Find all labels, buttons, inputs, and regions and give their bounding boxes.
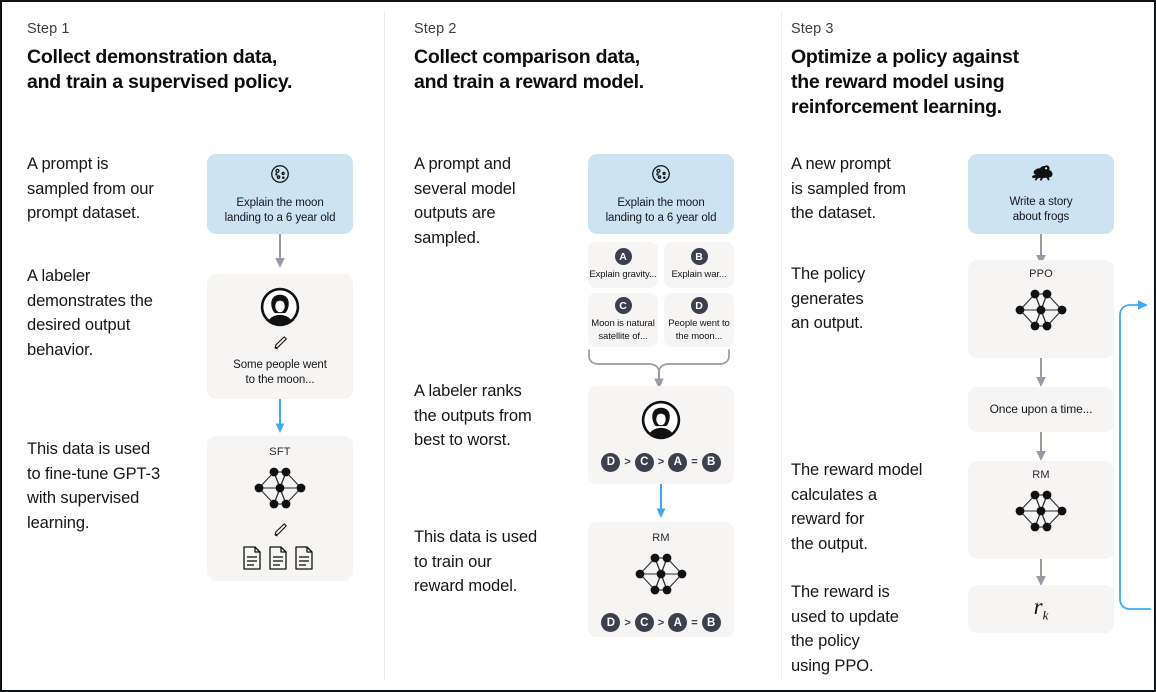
column-divider-2: [781, 12, 782, 680]
rank-op-3: =: [691, 456, 698, 468]
rank-op-1: >: [624, 456, 631, 468]
reward-symbol: rk: [1034, 594, 1049, 624]
step-1-paragraph-1: A prompt is sampled from our prompt data…: [27, 155, 154, 222]
reward-symbol-base: r: [1033, 594, 1043, 620]
step-1-arrow-2-icon: [273, 399, 287, 440]
rank-token-1: D: [601, 452, 621, 472]
step-1-paragraph-2: A labeler demonstrates the desired outpu…: [27, 267, 153, 359]
step-2-rm-ranking-row: D > C > A = B: [601, 613, 721, 632]
step-3-paragraph-3: The reward model calculates a reward for…: [791, 461, 923, 553]
documents-icon: [242, 544, 318, 577]
step-3-arrow-2-icon: [1034, 358, 1048, 393]
step-3-title-line-2: the reward model using: [791, 71, 1005, 93]
step-3-title-line-3: reinforcement learning.: [791, 96, 1002, 118]
step-3-reward-value-box[interactable]: rk: [968, 585, 1114, 633]
step-3-label: Step 3: [791, 21, 834, 37]
step-2-prompt-box[interactable]: Explain the moon landing to a 6 year old: [588, 154, 734, 234]
rm-rank-token-4: B: [701, 613, 721, 632]
rm-rank-op-2: >: [657, 616, 665, 629]
step-3-paragraph-4: The reward is used to update the policy …: [791, 583, 899, 675]
option-token-a: A: [614, 248, 632, 266]
step-2-ranking-row: D > C > A = B: [601, 452, 721, 472]
rank-token-4: B: [701, 452, 721, 472]
step-1-labeler-caption: Some people went to the moon...: [233, 358, 327, 386]
step-2-ranking-box[interactable]: D > C > A = B: [588, 386, 734, 484]
labeler-avatar-icon: [640, 399, 682, 446]
step-2-paragraph-2: A labeler ranks the outputs from best to…: [414, 382, 532, 449]
rank-op-2: >: [657, 456, 665, 468]
rank-token-2: C: [634, 452, 654, 472]
step-1-title-line-1: Collect demonstration data,: [27, 46, 278, 68]
rm-rank-token-1: D: [601, 613, 621, 632]
step-3-title: Optimize a policy against the reward mod…: [791, 45, 1131, 120]
step-2-paragraph-1: A prompt and several model outputs are s…: [414, 155, 516, 247]
pencil-icon: [272, 522, 289, 542]
step-3-policy-box[interactable]: PPO: [968, 260, 1114, 358]
step-2-option-card-d[interactable]: D People went to the moon...: [664, 293, 734, 347]
step-3-feedback-loop-arrow-icon: [1110, 292, 1156, 627]
rm-rank-token-2: C: [634, 613, 654, 632]
step-3-paragraph-2: The policy generates an output.: [791, 265, 866, 332]
rank-token-3: A: [668, 452, 688, 472]
reward-symbol-subscript: k: [1042, 607, 1049, 623]
option-caption-d: People went to the moon...: [668, 318, 730, 342]
step-1-arrow-1-icon: [273, 234, 287, 275]
step-1-label: Step 1: [27, 21, 70, 37]
step-1-title: Collect demonstration data, and train a …: [27, 45, 367, 95]
step-2-reward-model-box[interactable]: RM: [588, 522, 734, 637]
moon-icon: [650, 163, 672, 190]
moon-icon: [269, 163, 291, 190]
step-1-title-line-2: and train a supervised policy.: [27, 71, 293, 93]
step-3-arrow-4-icon: [1034, 559, 1048, 592]
rm-rank-token-3: A: [668, 613, 688, 632]
step-2-brace-arrow-icon: [586, 348, 736, 395]
column-divider-1: [384, 12, 385, 680]
step-2-paragraph-3: This data is used to train our reward mo…: [414, 528, 538, 595]
step-3-rm-label: RM: [1032, 469, 1050, 481]
option-caption-a: Explain gravity...: [589, 269, 657, 281]
step-2-arrow-blue-icon: [654, 484, 668, 525]
neural-network-icon: [628, 546, 694, 607]
option-caption-c: Moon is natural satellite of...: [591, 318, 655, 342]
step-2-title: Collect comparison data, and train a rew…: [414, 45, 764, 95]
step-3-prompt-caption: Write a story about frogs: [1009, 195, 1073, 223]
step-1-prompt-caption: Explain the moon landing to a 6 year old: [224, 196, 336, 224]
step-3-paragraph-1: A new prompt is sampled from the dataset…: [791, 155, 906, 222]
step-2-rm-label: RM: [652, 532, 670, 544]
option-token-b: B: [690, 248, 708, 266]
option-caption-b: Explain war...: [671, 269, 727, 281]
step-1-sft-box[interactable]: SFT: [207, 436, 353, 581]
neural-network-icon: [1008, 483, 1074, 544]
step-1-sft-label: SFT: [269, 446, 291, 458]
pencil-icon: [272, 335, 289, 355]
neural-network-icon: [1008, 282, 1074, 343]
rm-rank-op-1: >: [624, 616, 631, 629]
step-1-labeler-box[interactable]: Some people went to the moon...: [207, 274, 353, 399]
option-token-c: C: [614, 297, 632, 314]
step-2-prompt-caption: Explain the moon landing to a 6 year old: [605, 196, 717, 224]
step-3-ppo-label: PPO: [1029, 268, 1053, 280]
step-3-output-caption: Once upon a time...: [989, 402, 1093, 416]
option-token-d: D: [690, 297, 708, 314]
step-2-title-line-2: and train a reward model.: [414, 71, 644, 93]
step-3-arrow-3-icon: [1034, 432, 1048, 467]
step-2-option-card-b[interactable]: B Explain war...: [664, 242, 734, 288]
step-2-title-line-1: Collect comparison data,: [414, 46, 640, 68]
step-2-option-card-a[interactable]: A Explain gravity...: [588, 242, 658, 288]
step-3-title-line-1: Optimize a policy against: [791, 46, 1019, 68]
step-2-label: Step 2: [414, 21, 457, 37]
step-3-prompt-box[interactable]: Write a story about frogs: [968, 154, 1114, 234]
step-2-option-card-c[interactable]: C Moon is natural satellite of...: [588, 293, 658, 347]
frog-icon: [1028, 164, 1054, 189]
labeler-avatar-icon: [259, 286, 301, 333]
step-1-paragraph-3: This data is used to fine-tune GPT-3 wit…: [27, 440, 161, 532]
step-3-reward-model-box[interactable]: RM: [968, 461, 1114, 559]
step-3-output-box[interactable]: Once upon a time...: [968, 387, 1114, 432]
neural-network-icon: [247, 460, 313, 521]
step-1-prompt-box[interactable]: Explain the moon landing to a 6 year old: [207, 154, 353, 234]
rm-rank-op-3: =: [691, 616, 698, 629]
